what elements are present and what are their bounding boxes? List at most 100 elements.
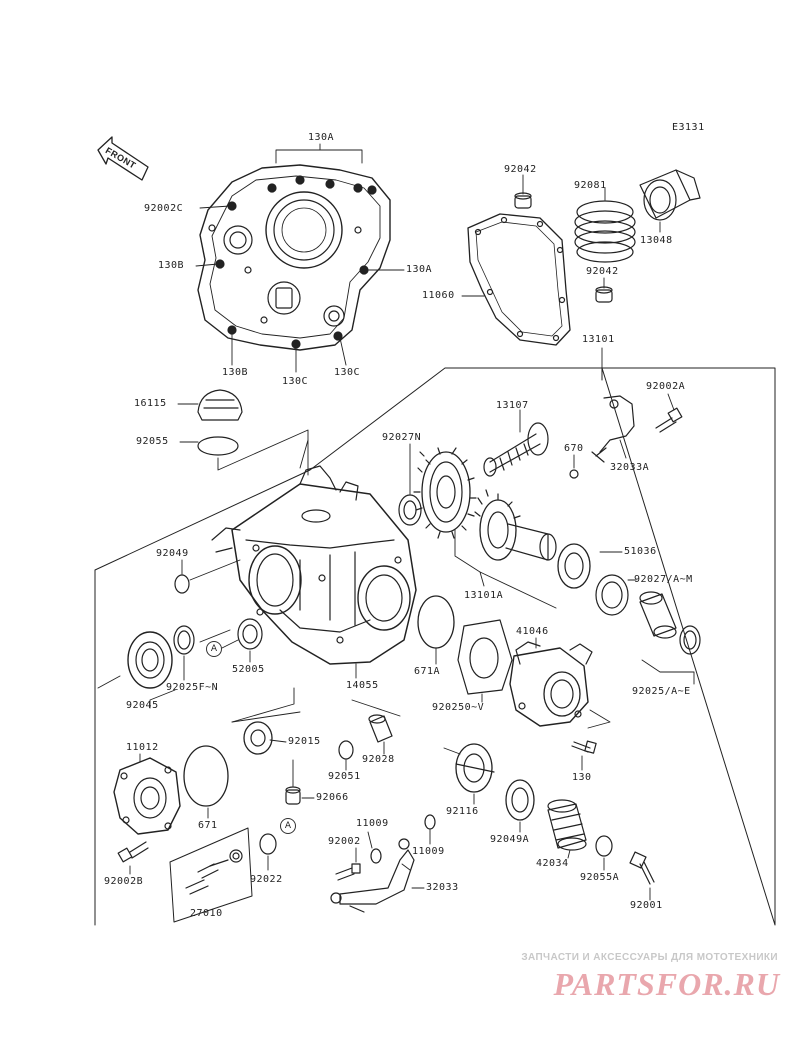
spacer-92028: [368, 714, 393, 743]
housing-41046: [509, 641, 593, 727]
oring-92055a: [595, 835, 613, 857]
seal-92025f: [173, 625, 195, 655]
label-92051: 92051: [328, 771, 361, 782]
label-92116: 92116: [446, 806, 479, 817]
label-92025a-e: 92025/A~E: [632, 686, 691, 697]
label-130c-right: 130C: [334, 367, 361, 378]
label-32033: 32033: [426, 882, 459, 893]
label-92055: 92055: [136, 436, 169, 447]
label-92022: 92022: [250, 874, 283, 885]
label-27010: 27010: [190, 908, 223, 919]
label-13107: 13107: [496, 400, 529, 411]
watermark-tagline: ЗАПЧАСТИ И АКСЕССУАРЫ ДЛЯ МОТОТЕХНИКИ: [521, 952, 778, 963]
gasket-drawing: [467, 213, 571, 346]
sensor-27010: [185, 849, 243, 895]
oring-671: [183, 745, 229, 807]
label-41046: 41046: [516, 626, 549, 637]
label-92028: 92028: [362, 754, 395, 765]
label-130: 130: [572, 772, 592, 783]
crankcase-cover-drawing: [197, 164, 391, 351]
label-92042-bottom: 92042: [586, 266, 619, 277]
label-92027n: 92027N: [382, 432, 422, 443]
oil-cap-drawing: [197, 389, 243, 421]
pinion-13107: [483, 422, 549, 477]
label-670: 670: [564, 443, 584, 454]
cover-11012: [113, 757, 181, 835]
sleeve-drawing: [639, 591, 677, 639]
gasket-92025: [457, 619, 513, 695]
washer-11009-bottom: [424, 814, 436, 830]
label-11009-top: 11009: [356, 818, 389, 829]
washer-92027n: [398, 494, 422, 526]
seal-92049: [174, 574, 190, 594]
circle-marker-a-bottom: A: [280, 818, 296, 834]
dowel-pin-top: [514, 192, 532, 209]
label-92001: 92001: [630, 900, 663, 911]
bolt-92002b: [117, 841, 149, 863]
washer-11009-top: [370, 848, 382, 864]
collar-52005: [237, 618, 263, 650]
label-671a: 671A: [414, 666, 441, 677]
ring-gear-drawing: [413, 447, 477, 539]
coupling-drawing: [639, 169, 701, 221]
oring-671a: [417, 595, 455, 649]
seal-92025a: [679, 625, 701, 655]
watermark-brand: PARTSFOR.RU: [553, 966, 780, 1002]
label-51036: 51036: [624, 546, 657, 557]
washer-92022: [259, 833, 277, 855]
washer-92027a: [595, 574, 629, 616]
seal-92049a: [505, 779, 535, 821]
label-92081: 92081: [574, 180, 607, 191]
dowel-pin-bottom: [595, 286, 613, 303]
label-32033a: 32033A: [610, 462, 650, 473]
bolt-92001: [629, 851, 655, 885]
label-13101: 13101: [582, 334, 615, 345]
label-13048: 13048: [640, 235, 673, 246]
front-arrow-icon: [97, 136, 149, 181]
label-92049a: 92049A: [490, 834, 530, 845]
bearing-92045: [127, 631, 173, 689]
label-11060: 11060: [422, 290, 455, 301]
label-92049: 92049: [156, 548, 189, 559]
label-92002a: 92002A: [646, 381, 686, 392]
bearing-51036: [557, 543, 591, 589]
label-42034: 42034: [536, 858, 569, 869]
label-92015: 92015: [288, 736, 321, 747]
label-92050-v: 920250~V: [432, 702, 485, 713]
gear-42034: [547, 799, 587, 851]
label-92027-am: 92027/A~M: [634, 574, 693, 585]
label-11009-bottom: 11009: [412, 846, 445, 857]
washer-92051: [338, 740, 354, 760]
label-92042-top: 92042: [504, 164, 537, 175]
label-130b-bottom: 130B: [222, 367, 249, 378]
label-92002b: 92002B: [104, 876, 144, 887]
label-14055: 14055: [346, 680, 379, 691]
sensor-kit-frame: [169, 827, 253, 923]
label-130c-left: 130C: [282, 376, 309, 387]
spring-drawing: [574, 200, 636, 263]
label-130a-top: 130A: [308, 132, 335, 143]
label-92002: 92002: [328, 836, 361, 847]
circle-marker-a-left: A: [206, 641, 222, 657]
assembly-frame: [94, 367, 776, 926]
bolt-92002: [335, 863, 361, 881]
label-671: 671: [198, 820, 218, 831]
label-92055a: 92055A: [580, 872, 620, 883]
label-16115: 16115: [134, 398, 167, 409]
shaft-gear-13101a: [474, 489, 557, 561]
ref-code: E3131: [672, 122, 705, 133]
gear-case-drawing: [211, 465, 417, 665]
label-92025f-n: 92025F~N: [166, 682, 219, 693]
bracket-32033a: [591, 395, 635, 463]
nut-92015: [243, 721, 273, 755]
label-92066: 92066: [316, 792, 349, 803]
plug-92066: [285, 786, 301, 805]
bolt-92002a: [655, 407, 683, 433]
circlip-670: [569, 469, 579, 479]
label-130a-right: 130A: [406, 264, 433, 275]
bolt-130: [571, 740, 597, 754]
label-13101a: 13101A: [464, 590, 504, 601]
label-92002c: 92002C: [144, 203, 184, 214]
